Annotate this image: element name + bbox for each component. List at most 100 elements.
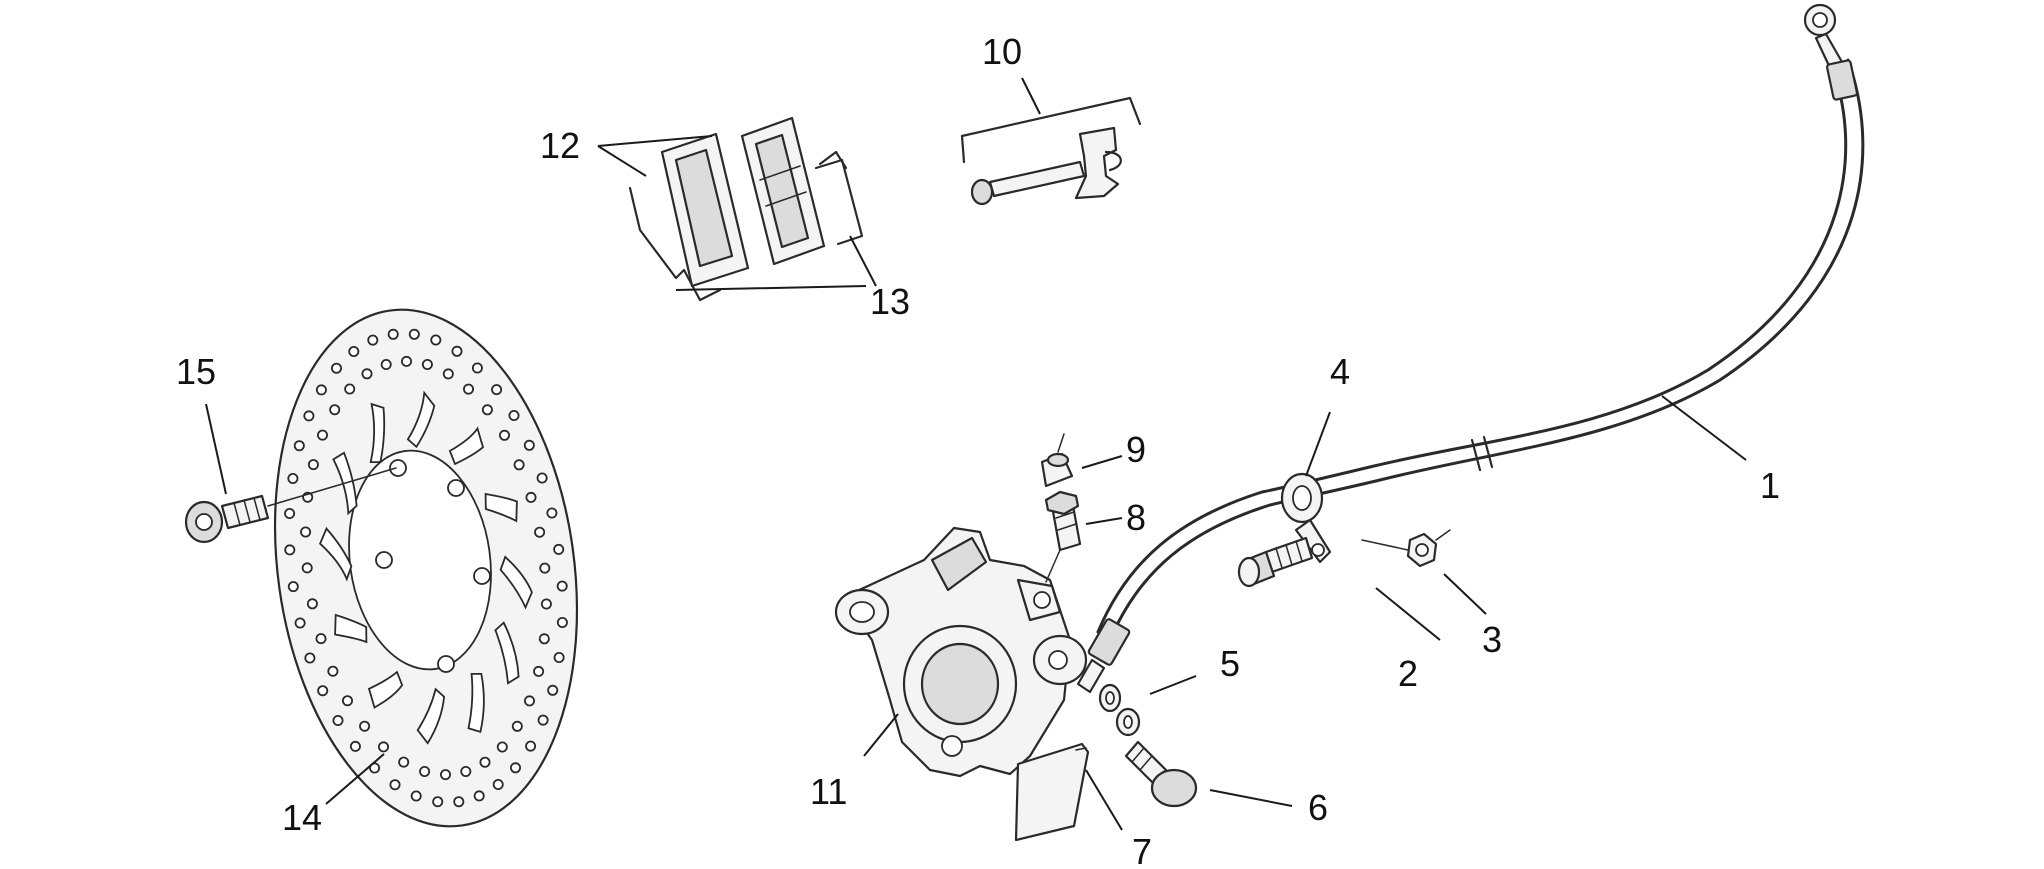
callout-5: 5 bbox=[1220, 643, 1240, 684]
disc-drill-hole bbox=[341, 695, 353, 707]
disc-drill-hole bbox=[316, 429, 328, 441]
disc-drill-hole bbox=[492, 779, 504, 791]
disc-drill-hole bbox=[387, 328, 399, 340]
bolt-part-2 bbox=[1237, 536, 1314, 588]
leader-14 bbox=[325, 753, 385, 805]
brake-pads bbox=[660, 116, 826, 288]
leader-lines bbox=[205, 77, 1747, 831]
disc-drill-hole bbox=[462, 383, 474, 395]
disc-drill-hole bbox=[523, 439, 535, 451]
disc-drill-hole bbox=[293, 440, 305, 452]
callout-15: 15 bbox=[176, 351, 216, 392]
disc-drill-hole bbox=[332, 715, 344, 727]
disc-drill-hole bbox=[537, 714, 549, 726]
callout-6: 6 bbox=[1308, 787, 1328, 828]
brake-hose bbox=[1076, 3, 1865, 694]
disc-drill-hole bbox=[317, 685, 329, 697]
disc-drill-hole bbox=[439, 769, 451, 781]
leader-11 bbox=[863, 713, 899, 757]
copper-washers bbox=[1098, 683, 1141, 737]
leader-3 bbox=[1443, 573, 1487, 615]
disc-drill-hole bbox=[287, 581, 299, 593]
leader-10 bbox=[1021, 77, 1041, 115]
disc-vent-slot bbox=[406, 390, 436, 449]
disc-drill-hole bbox=[306, 598, 318, 610]
bleed-screw bbox=[1044, 490, 1082, 583]
disc-drill-hole bbox=[327, 665, 339, 677]
disc-drill-hole bbox=[556, 580, 568, 592]
disc-vent-slot bbox=[484, 492, 518, 523]
leader-7 bbox=[1085, 769, 1123, 831]
disc-drill-hole bbox=[538, 633, 550, 645]
disc-drill-hole bbox=[525, 491, 537, 503]
brake-disc bbox=[273, 308, 579, 828]
callout-8: 8 bbox=[1126, 497, 1146, 538]
disc-drill-hole bbox=[547, 684, 559, 696]
disc-drill-hole bbox=[536, 472, 548, 484]
callout-13: 13 bbox=[870, 281, 910, 322]
callout-1: 1 bbox=[1760, 465, 1780, 506]
shield-plate bbox=[1014, 742, 1090, 842]
disc-bolt bbox=[184, 467, 397, 544]
disc-drill-hole bbox=[513, 459, 525, 471]
disc-drill-hole bbox=[432, 796, 444, 808]
disc-drill-hole bbox=[481, 404, 493, 416]
disc-drill-hole bbox=[349, 740, 361, 752]
callout-10: 10 bbox=[982, 31, 1022, 72]
callout-2: 2 bbox=[1398, 653, 1418, 694]
disc-drill-hole bbox=[508, 409, 520, 421]
disc-drill-hole bbox=[553, 652, 565, 664]
leader-1 bbox=[1661, 395, 1747, 461]
disc-drill-hole bbox=[303, 410, 315, 422]
disc-drill-hole bbox=[471, 362, 483, 374]
disc-drill-hole bbox=[408, 328, 420, 340]
disc-drill-hole bbox=[419, 766, 431, 778]
disc-drill-hole bbox=[294, 617, 306, 629]
disc-drill-hole bbox=[451, 345, 463, 357]
leader-12 bbox=[597, 135, 713, 177]
callout-14: 14 bbox=[282, 797, 322, 838]
disc-drill-hole bbox=[330, 362, 342, 374]
disc-drill-hole bbox=[398, 756, 410, 768]
leader-2 bbox=[1375, 587, 1441, 641]
callout-9: 9 bbox=[1126, 429, 1146, 470]
disc-drill-hole bbox=[300, 526, 312, 538]
callout-11: 11 bbox=[810, 771, 847, 812]
brake-caliper bbox=[834, 526, 1088, 778]
disc-drill-hole bbox=[453, 796, 465, 808]
disc-drill-hole bbox=[380, 358, 392, 370]
disc-drill-hole bbox=[367, 334, 379, 346]
pad-springs bbox=[628, 150, 864, 302]
disc-drill-hole bbox=[348, 345, 360, 357]
disc-drill-hole bbox=[359, 720, 371, 732]
disc-drill-hole bbox=[400, 355, 412, 367]
disc-drill-hole bbox=[377, 741, 389, 753]
disc-drill-hole bbox=[389, 779, 401, 791]
disc-vent-slot bbox=[369, 402, 386, 463]
leader-9 bbox=[1081, 455, 1123, 469]
disc-drill-hole bbox=[315, 633, 327, 645]
leader-13 bbox=[675, 235, 877, 291]
leader-4 bbox=[1305, 411, 1331, 477]
disc-drill-hole bbox=[430, 334, 442, 346]
disc-vent-slot bbox=[499, 555, 533, 610]
disc-drill-hole bbox=[307, 459, 319, 471]
disc-drill-hole bbox=[539, 562, 551, 574]
banjo-bolt bbox=[1124, 740, 1198, 808]
callout-labels: 1 2 3 4 5 6 7 8 9 10 11 12 13 14 15 bbox=[176, 31, 1780, 869]
disc-drill-hole bbox=[284, 507, 296, 519]
disc-drill-hole bbox=[553, 543, 565, 555]
disc-drill-hole bbox=[479, 756, 491, 768]
disc-drill-hole bbox=[284, 544, 296, 556]
disc-drill-hole bbox=[410, 790, 422, 802]
callout-3: 3 bbox=[1482, 619, 1502, 660]
leader-5 bbox=[1149, 675, 1197, 695]
leader-8 bbox=[1085, 517, 1123, 525]
callout-12: 12 bbox=[540, 125, 580, 166]
disc-drill-hole bbox=[421, 358, 433, 370]
disc-vent-slot bbox=[494, 621, 520, 685]
disc-drill-hole bbox=[491, 384, 503, 396]
disc-drill-hole bbox=[301, 562, 313, 574]
disc-drill-hole bbox=[315, 384, 327, 396]
